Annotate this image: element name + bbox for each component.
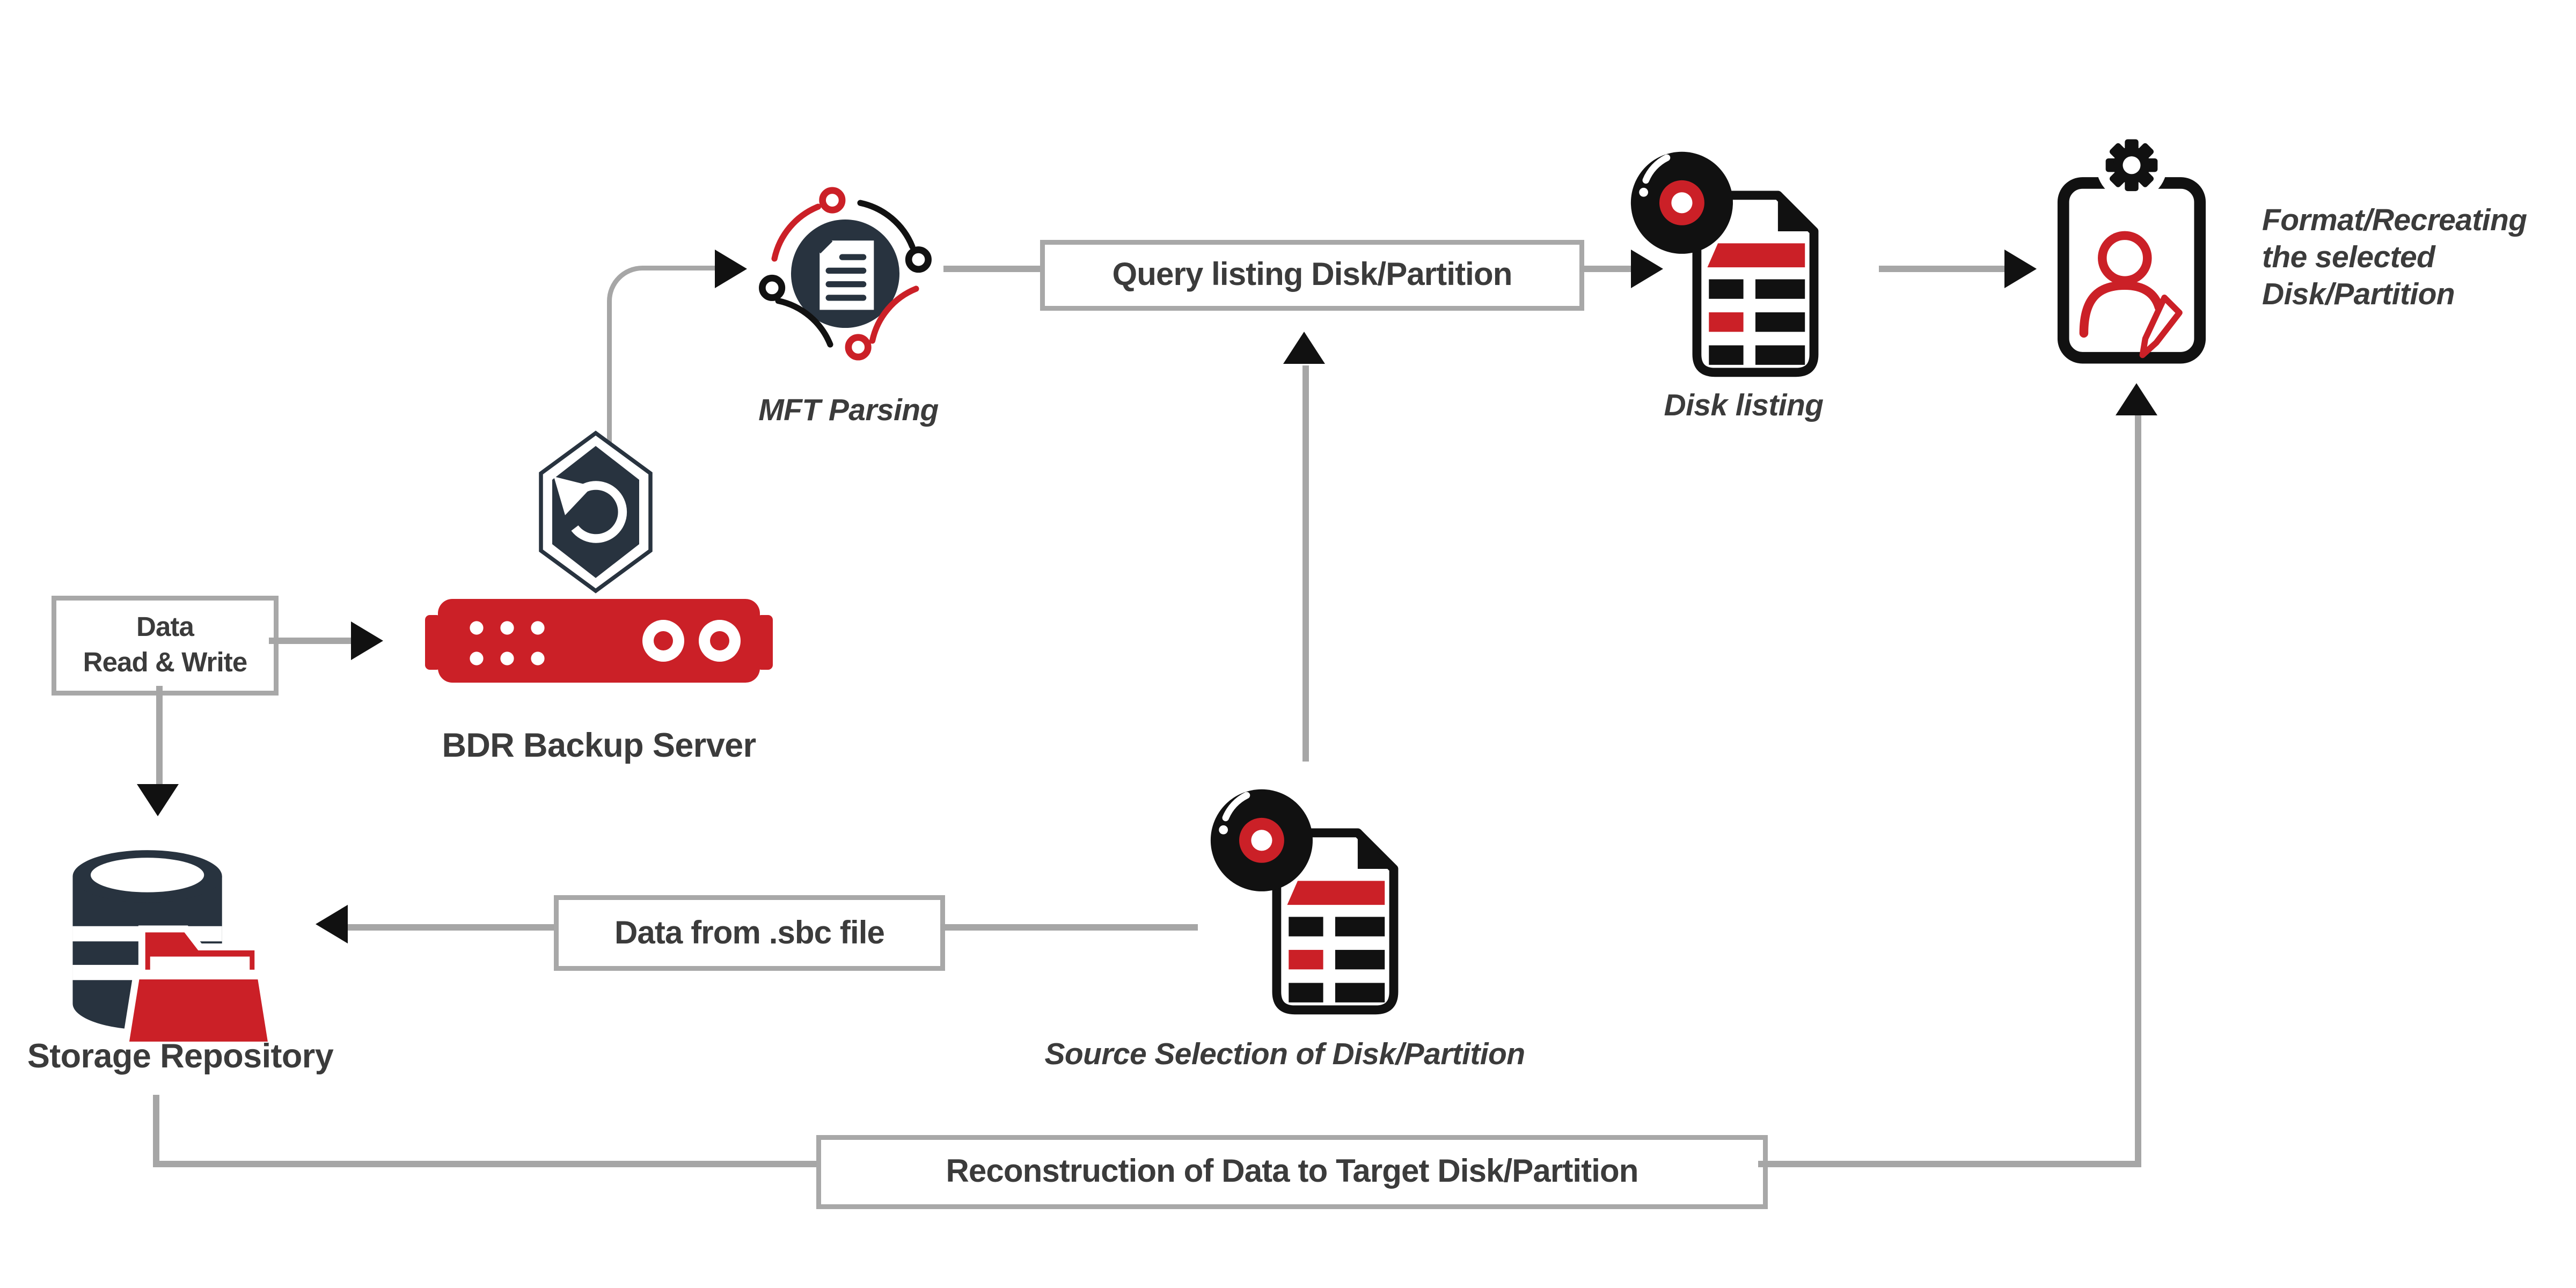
arrowhead-to-query-box xyxy=(1283,332,1325,364)
database-folder-icon xyxy=(72,850,276,1049)
data-from-sbc-box: Data from .sbc file xyxy=(554,895,945,971)
arrowhead-to-format-icon xyxy=(2116,383,2157,415)
reconstruction-label: Reconstruction of Data to Target Disk/Pa… xyxy=(946,1154,1638,1190)
disk-file-icon xyxy=(1630,151,1819,377)
disk-listing-caption: Disk listing xyxy=(1664,390,1824,423)
clipboard-gear-user-icon xyxy=(2057,129,2206,364)
connector-storage-to-reconstruction xyxy=(153,1161,816,1167)
arrowhead-to-clipboard-icon xyxy=(2004,250,2037,288)
connector-data-to-bdr xyxy=(269,638,351,643)
backup-server-icon xyxy=(425,430,773,683)
format-note-line3: Disk/Partition xyxy=(2262,279,2455,312)
connector-query-to-disk-listing xyxy=(1579,266,1631,272)
arrowhead-to-bdr-icon xyxy=(351,621,383,660)
gear-icon xyxy=(2105,139,2158,192)
format-note-line1: Format/Recreating xyxy=(2262,204,2527,238)
connector-sbc-to-storage xyxy=(348,924,554,930)
connector-storage-down xyxy=(153,1095,159,1167)
query-listing-label: Query listing Disk/Partition xyxy=(1112,258,1512,293)
arrowhead-to-disk-listing-icon xyxy=(1631,250,1663,288)
format-note: Format/Recreating the selected Disk/Part… xyxy=(2262,203,2576,314)
connector-reconstruction-right xyxy=(1758,1161,2141,1167)
folder-icon xyxy=(121,925,276,1049)
arrowhead-to-storage-folder xyxy=(316,905,348,943)
reconstruction-box: Reconstruction of Data to Target Disk/Pa… xyxy=(816,1135,1768,1209)
bdr-server-label: BDR Backup Server xyxy=(442,728,756,765)
restore-hexagon-icon xyxy=(539,430,653,594)
mft-parsing-caption: MFT Parsing xyxy=(758,394,939,428)
document-network-icon xyxy=(759,187,932,361)
query-listing-box: Query listing Disk/Partition xyxy=(1040,240,1584,311)
data-read-write-box: Data Read & Write xyxy=(52,596,279,696)
connector-source-to-query xyxy=(1302,365,1308,762)
connector-bdr-to-mft xyxy=(607,266,721,465)
storage-repository-label: Storage Repository xyxy=(27,1038,334,1075)
connector-disk-listing-to-format xyxy=(1879,266,2004,272)
format-note-line2: the selected xyxy=(2262,241,2435,275)
connector-data-to-storage xyxy=(156,686,162,784)
data-from-sbc-label: Data from .sbc file xyxy=(614,915,885,951)
arrowhead-to-mft-icon xyxy=(715,250,747,288)
server-chassis-icon xyxy=(425,599,773,683)
arrowhead-to-storage-icon xyxy=(137,784,179,816)
disk-file-icon-source xyxy=(1210,789,1399,1015)
user-edit-icon xyxy=(2079,231,2183,358)
data-read-write-line1: Data xyxy=(136,611,194,642)
connector-reconstruction-up xyxy=(2135,415,2141,1162)
connector-source-to-sbc xyxy=(940,924,1198,930)
source-selection-caption: Source Selection of Disk/Partition xyxy=(1044,1038,1525,1072)
connector-mft-to-query xyxy=(943,266,1040,272)
data-read-write-line2: Read & Write xyxy=(83,647,248,678)
